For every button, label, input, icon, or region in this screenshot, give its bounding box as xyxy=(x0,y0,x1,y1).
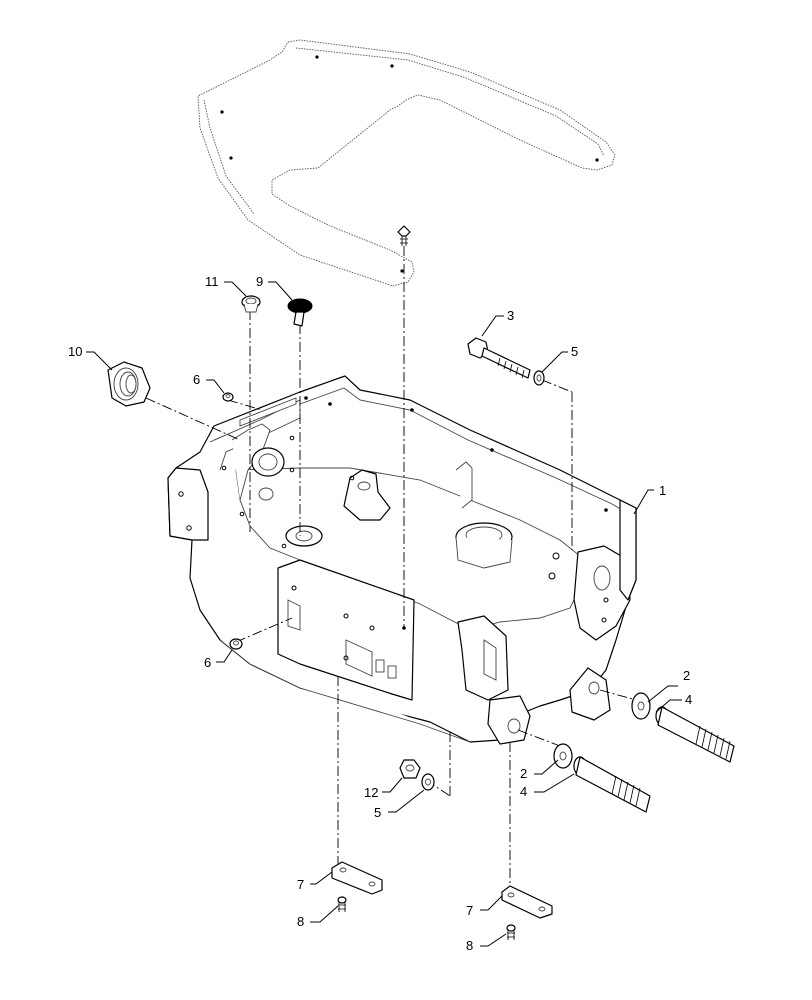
callout-7-right: 7 xyxy=(466,903,473,918)
mat-screw xyxy=(397,225,411,246)
plug-item-9 xyxy=(287,298,313,327)
callout-labels: 1 2 2 3 4 4 5 5 6 6 7 7 8 8 9 10 11 12 xyxy=(68,274,692,953)
fitting-item-6-upper xyxy=(222,392,234,402)
callout-2-upper: 2 xyxy=(683,668,690,683)
washer-item-2-upper xyxy=(631,692,651,720)
bolt-item-4-lower xyxy=(573,756,651,813)
callout-3: 3 xyxy=(507,308,514,323)
callout-2-lower: 2 xyxy=(520,766,527,781)
callout-7-left: 7 xyxy=(297,877,304,892)
leader-lines xyxy=(86,281,682,947)
washer-item-2-lower xyxy=(553,743,573,769)
callout-12: 12 xyxy=(364,785,378,800)
callout-5-upper: 5 xyxy=(571,344,578,359)
callout-4-upper: 4 xyxy=(685,692,692,707)
plug-item-10 xyxy=(107,361,151,407)
assembly-centerlines xyxy=(145,246,637,894)
washer-item-5-lower xyxy=(421,773,435,791)
screw-item-8-left xyxy=(337,896,347,912)
bracket-item-7-left xyxy=(331,861,383,895)
bolt-item-4-upper xyxy=(655,706,735,763)
callout-8-left: 8 xyxy=(297,914,304,929)
callout-9: 9 xyxy=(256,274,263,289)
grommet-item-11 xyxy=(241,295,261,313)
main-frame xyxy=(167,375,637,745)
fitting-item-6-lower xyxy=(229,638,243,650)
callout-5-lower: 5 xyxy=(374,805,381,820)
nut-item-12 xyxy=(399,759,421,779)
bracket-item-7-right xyxy=(501,885,553,919)
callout-1: 1 xyxy=(659,483,666,498)
callout-6-lower: 6 xyxy=(204,655,211,670)
washer-item-5-upper xyxy=(533,370,545,386)
callout-4-lower: 4 xyxy=(520,784,527,799)
bolt-item-3 xyxy=(467,337,531,379)
screw-item-8-right xyxy=(506,924,516,940)
callout-6-upper: 6 xyxy=(193,372,200,387)
callout-8-right: 8 xyxy=(466,938,473,953)
floor-mat xyxy=(197,39,616,287)
callout-11: 11 xyxy=(205,274,219,289)
callout-10: 10 xyxy=(68,344,82,359)
